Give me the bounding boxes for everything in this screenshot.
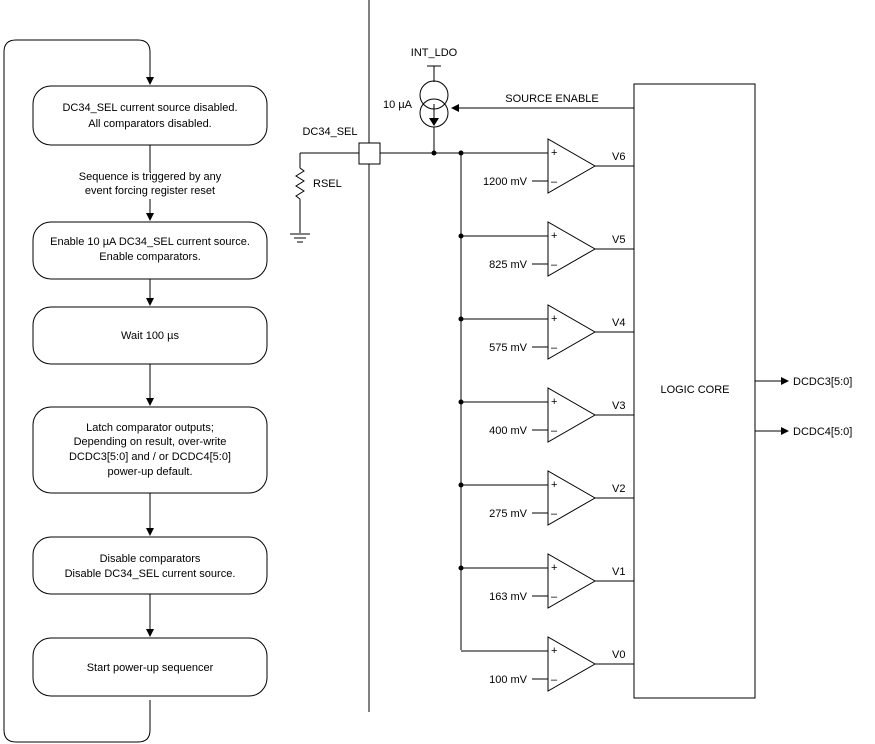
circuit: INT_LDO 10 µA SOURCE ENABLE DC34_SEL RSE… [290,47,852,699]
comparator-output-label: V4 [612,317,625,329]
step-box-1 [32,85,268,146]
comparator-v6: + – 1200 mV V6 [483,138,634,194]
step-1-line1: DC34_SEL current source disabled. [62,102,237,114]
minus-sign: – [551,425,558,437]
plus-sign: + [551,645,557,657]
int-ldo-label: INT_LDO [411,47,458,59]
dc34-sel-label: DC34_SEL [302,126,357,138]
minus-sign: – [551,176,558,188]
junction-dot [458,565,464,571]
loop-back-line [3,39,154,743]
step-4-line3: DCDC3[5:0] and / or DCDC4[5:0] [69,451,231,463]
step-box-4 [32,406,268,494]
reference-voltage-label: 825 mV [489,259,528,271]
plus-sign: + [551,230,557,242]
ground-icon [290,233,310,243]
trigger-line1: Sequence is triggered by any [79,171,222,183]
comparator-v0: + – 100 mV V0 [461,636,634,692]
comparators: + – 1200 mV V6 + – 825 mV V5 + – 575 mV V4 + – 400 mV V… [458,138,634,692]
comparator-output-label: V0 [612,649,625,661]
current-source-icon [419,80,449,128]
step-box-6 [32,637,268,697]
dc34-sel-pin [358,142,381,165]
minus-sign: – [551,342,558,354]
reference-voltage-label: 400 mV [489,425,528,437]
comparator-output-label: V5 [612,234,625,246]
step-6-line1: Start power-up sequencer [87,662,214,674]
step-3-line1: Wait 100 µs [121,330,179,342]
comparator-icon [547,304,597,360]
reference-voltage-label: 575 mV [489,342,528,354]
rsel-label: RSEL [313,178,342,190]
minus-sign: – [551,674,558,686]
comparator-icon [547,470,597,526]
junction-dot [458,316,464,322]
comparator-v2: + – 275 mV V2 [458,470,634,526]
comparator-output-label: V3 [612,400,625,412]
step-2-line2: Enable comparators. [99,251,201,263]
junction-dot [458,233,464,239]
trigger-line2: event forcing register reset [85,185,215,197]
reference-voltage-label: 163 mV [489,591,528,603]
plus-sign: + [551,396,557,408]
comparator-output-label: V1 [612,566,625,578]
comparator-icon [547,553,597,609]
comparator-output-label: V6 [612,151,625,163]
reference-voltage-label: 100 mV [489,674,528,686]
comparator-v5: + – 825 mV V5 [458,221,634,277]
reference-voltage-label: 1200 mV [483,176,528,188]
plus-sign: + [551,147,557,159]
comparator-icon [547,636,597,692]
logic-core-label: LOGIC CORE [660,384,729,396]
dcdc4-output-label: DCDC4[5:0] [793,426,852,438]
minus-sign: – [551,508,558,520]
comparator-v3: + – 400 mV V3 [458,387,634,443]
step-1-line2: All comparators disabled. [88,118,212,130]
dcdc3-output-label: DCDC3[5:0] [793,376,852,388]
comparator-icon [547,138,597,194]
source-enable-label: SOURCE ENABLE [505,93,599,105]
comparator-icon [547,387,597,443]
plus-sign: + [551,479,557,491]
step-4-line2: Depending on result, over-write [74,436,227,448]
junction-dot [458,482,464,488]
comparator-v4: + – 575 mV V4 [458,304,634,360]
minus-sign: – [551,259,558,271]
comparator-v1: + – 163 mV V1 [458,553,634,609]
step-box-5 [32,536,268,595]
reference-voltage-label: 275 mV [489,508,528,520]
step-4-line4: power-up default. [108,466,193,478]
current-label: 10 µA [383,99,413,111]
logic-core-block [633,83,756,699]
plus-sign: + [551,562,557,574]
comparator-icon [547,221,597,277]
minus-sign: – [551,591,558,603]
flowchart: DC34_SEL current source disabled. All co… [3,39,268,743]
step-5-line1: Disable comparators [100,553,201,565]
step-5-line2: Disable DC34_SEL current source. [65,568,236,580]
step-2-line1: Enable 10 µA DC34_SEL current source. [50,236,250,248]
plus-sign: + [551,313,557,325]
resistor-icon [295,167,305,200]
step-4-line1: Latch comparator outputs; [86,422,214,434]
junction-dot [458,399,464,405]
comparator-output-label: V2 [612,483,625,495]
